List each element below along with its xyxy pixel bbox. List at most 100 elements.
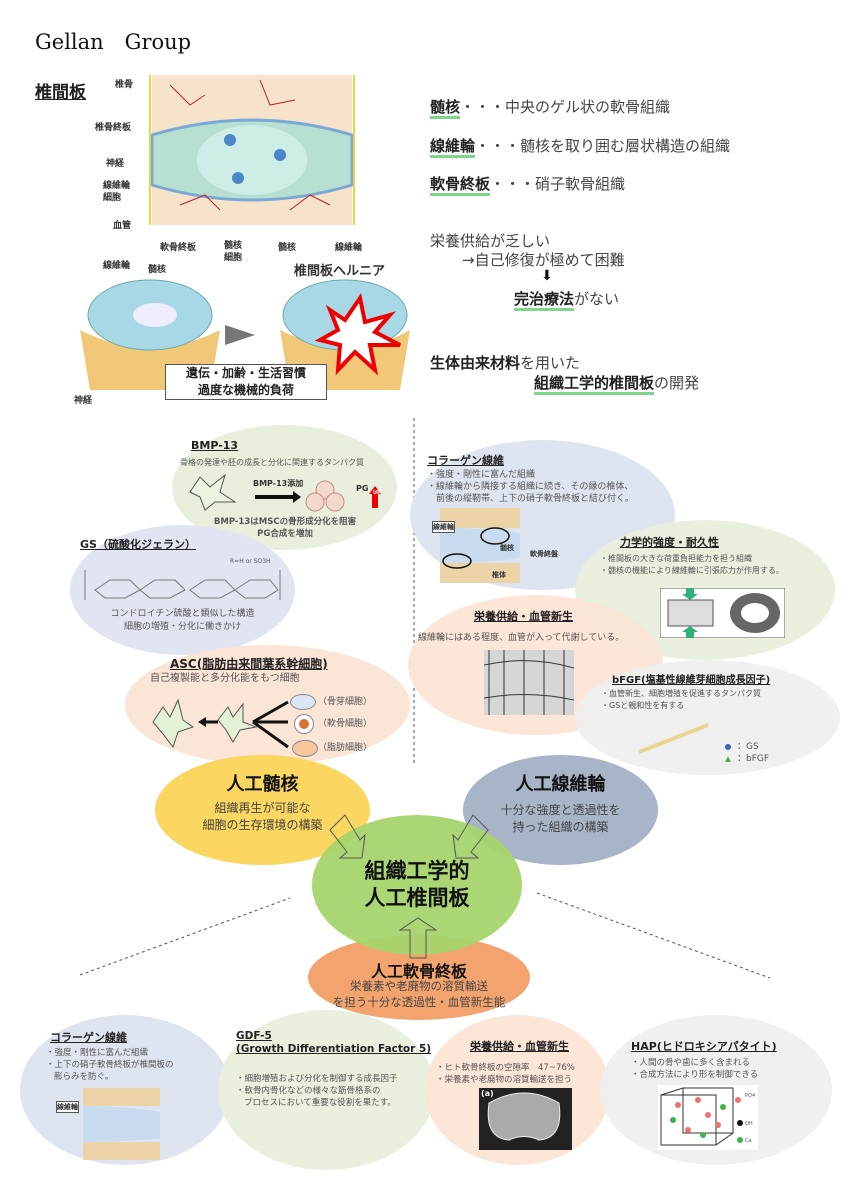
nutrition-bottom-title: 栄養供給・血管新生: [470, 1040, 569, 1053]
nutrition-top-title: 栄養供給・血管新生: [474, 610, 573, 623]
label-nucleus-cell: 髄核細胞: [224, 241, 243, 263]
bfgf-bubble: [575, 660, 840, 775]
term: 軟骨終板: [430, 175, 491, 196]
label-annulus-lower: 線維輪: [103, 261, 131, 271]
term: 線維輪: [430, 137, 476, 158]
bfgf-title: bFGF(塩基性線維芽細胞成長因子): [612, 675, 771, 686]
gs-dot-icon: [725, 744, 731, 750]
definition-endplate: 軟骨終板・・・硝子軟骨組織: [430, 173, 626, 196]
cause-line-2: 過度な機械的負荷: [197, 383, 294, 397]
definition-nucleus: 髄核・・・中央のゲル状の軟骨組織: [430, 96, 671, 119]
asc-desc: 自己複製能と多分化能をもつ細胞: [150, 673, 300, 684]
fig-label-nucleus: 髄核: [500, 544, 514, 552]
up-arrow-icon: [369, 486, 381, 508]
artificial-annulus-line-1: 十分な強度と透過性を: [500, 803, 621, 817]
definition-annulus: 線維輪・・・髄核を取り囲む層状構造の組織: [430, 135, 731, 158]
hap-legend-po4: PO4: [745, 1093, 756, 1099]
section-title: 椎間板: [35, 83, 86, 103]
gdf5-bullet-1: ・細胞増殖および分化を制御する成長因子: [236, 1074, 398, 1084]
desc: ・・・髄核を取り囲む層状構造の組織: [475, 137, 731, 155]
artificial-annulus-line-2: 持った組織の構築: [512, 820, 609, 834]
gdf5-bullet-3: プロセスにおいて重要な役割を果たす。: [244, 1098, 396, 1108]
rest: がない: [574, 290, 620, 308]
problem-line-2: →自己修復が極めて困難: [462, 251, 625, 269]
label-annulus: 線維輪: [335, 243, 363, 253]
arrow-from-endplate-icon: [398, 917, 438, 959]
bmp13-result-1: BMP-13はMSCの骨形成分化を阻害: [213, 517, 357, 527]
bfgf-triangle-icon: [725, 756, 731, 762]
bfgf-bullet-2: ・GSと親和性を有する: [601, 701, 685, 710]
rest: を用いた: [520, 354, 581, 372]
mechanical-bullet-1: ・椎間板の大きな荷重負担能力を担う組織: [600, 554, 752, 563]
asc-cell-3: （脂肪細胞）: [318, 743, 373, 753]
pg-label: PG: [356, 484, 369, 493]
bmp13-cells-figure: [189, 473, 381, 512]
mechanical-bullet-2: ・髄核の機能により線維輪に引張応力が作用する。: [600, 566, 784, 575]
label-nerve: 神経: [106, 159, 125, 169]
label-nucleus-lower: 髄核: [148, 265, 167, 275]
fig-label-endplate: 軟骨終盤: [530, 550, 558, 558]
artificial-endplate-line-2: を担う十分な透過性・血管新生能: [332, 995, 506, 1009]
gs-bubble: [70, 525, 295, 655]
nutrition-bottom-bullet-2: ・栄養素や老廃物の溶質輸送を担う: [436, 1075, 573, 1085]
up-label: UP: [373, 490, 381, 496]
gs-fiber-figure: [638, 723, 709, 754]
asc-title: ASC(脂肪由来間葉系幹細胞): [170, 657, 328, 671]
rest: の開発: [654, 374, 700, 392]
desc: ・・・中央のゲル状の軟骨組織: [460, 98, 671, 116]
osteoblast-icon: [290, 694, 316, 710]
chondrocyte-icon: [294, 714, 314, 734]
down-arrow-icon: ⬇: [541, 268, 553, 284]
bmp13-title: BMP-13: [191, 439, 239, 452]
label-vertebra: 椎骨: [115, 80, 134, 90]
disc-cross-section-figure: [149, 75, 355, 225]
gs-title: GS（硫酸化ジェラン）: [80, 538, 196, 551]
collagen-bottom-bullet-3: 膨らみを防ぐ。: [54, 1072, 114, 1082]
cause-box: 遺伝・加齢・生活習慣 過度な機械的負荷: [165, 364, 327, 400]
fig-label-annulus: 線維輪: [432, 521, 455, 533]
gs-formula-note: R=H or SO3H: [230, 558, 271, 565]
hap-crystal-figure: [658, 1085, 758, 1150]
gs-line-2: 細胞の増殖・分化に働きかけ: [123, 622, 241, 632]
hap-legend-oh: OH: [745, 1121, 753, 1127]
label-vertebral-endplate: 椎骨終板: [95, 123, 132, 133]
collagen-top-bullet-1: ・強度・剛性に富んだ組織: [427, 470, 536, 480]
gs-structure-figure: [84, 570, 281, 600]
mri-label: (a): [481, 1089, 494, 1098]
center-title: 組織工学的 人工椎間板: [312, 858, 522, 912]
artificial-endplate-title: 人工軟骨終板: [370, 962, 467, 981]
gdf5-title-1: GDF-5: [236, 1030, 272, 1042]
goal-line-2: 組織工学的椎間板の開発: [534, 372, 700, 395]
collagen-top-bullet-2: ・線維輪から隣接する組織に続き、その縁の椎体、: [427, 482, 634, 492]
collagen-bottom-bullet-1: ・強度・剛性に富んだ組織: [46, 1048, 149, 1058]
hap-legend-ca: Ca: [745, 1138, 752, 1144]
arrow-from-nucleus-icon: [329, 814, 366, 859]
bold: 組織工学的椎間板: [534, 374, 655, 395]
label-hernia: 椎間板ヘルニア: [294, 264, 386, 279]
fig-label-annulus-bottom: 線維輪: [56, 1101, 79, 1113]
problem-line-1: 栄養供給が乏しい: [430, 232, 551, 250]
gdf5-title-2: (Growth Differentiation Factor 5): [236, 1043, 432, 1055]
bmp13-result-2: PG合成を増加: [257, 529, 313, 539]
mechanical-stress-figure: [660, 588, 785, 638]
artificial-nucleus-title: 人工髄核: [226, 774, 299, 795]
endplate-mri-figure: [479, 1088, 572, 1150]
label-nerve-lower: 神経: [74, 396, 93, 406]
bmp13-arrow-label: BMP-13添加: [253, 479, 304, 488]
hap-bullet-1: ・人間の骨や歯に多く含まれる: [631, 1058, 751, 1068]
collagen-top-figure: [440, 508, 520, 583]
label-blood-vessel: 血管: [113, 221, 132, 231]
bfgf-bullet-1: ・血管新生、細胞増殖を促進するタンパク質: [601, 689, 761, 698]
term: 完治療法: [514, 290, 575, 311]
label-nucleus: 髄核: [278, 243, 297, 253]
arrow-from-annulus-icon: [452, 814, 489, 859]
center-line-1: 組織工学的: [364, 859, 470, 883]
group-title: Gellan Group: [35, 30, 192, 54]
desc: ・・・硝子軟骨組織: [490, 175, 626, 193]
center-bubble: [312, 815, 522, 955]
no-cure-text: 完治療法がない: [514, 288, 620, 311]
artificial-nucleus-line-1: 組織再生が可能な: [214, 801, 311, 815]
vascular-network-figure: [484, 650, 574, 715]
